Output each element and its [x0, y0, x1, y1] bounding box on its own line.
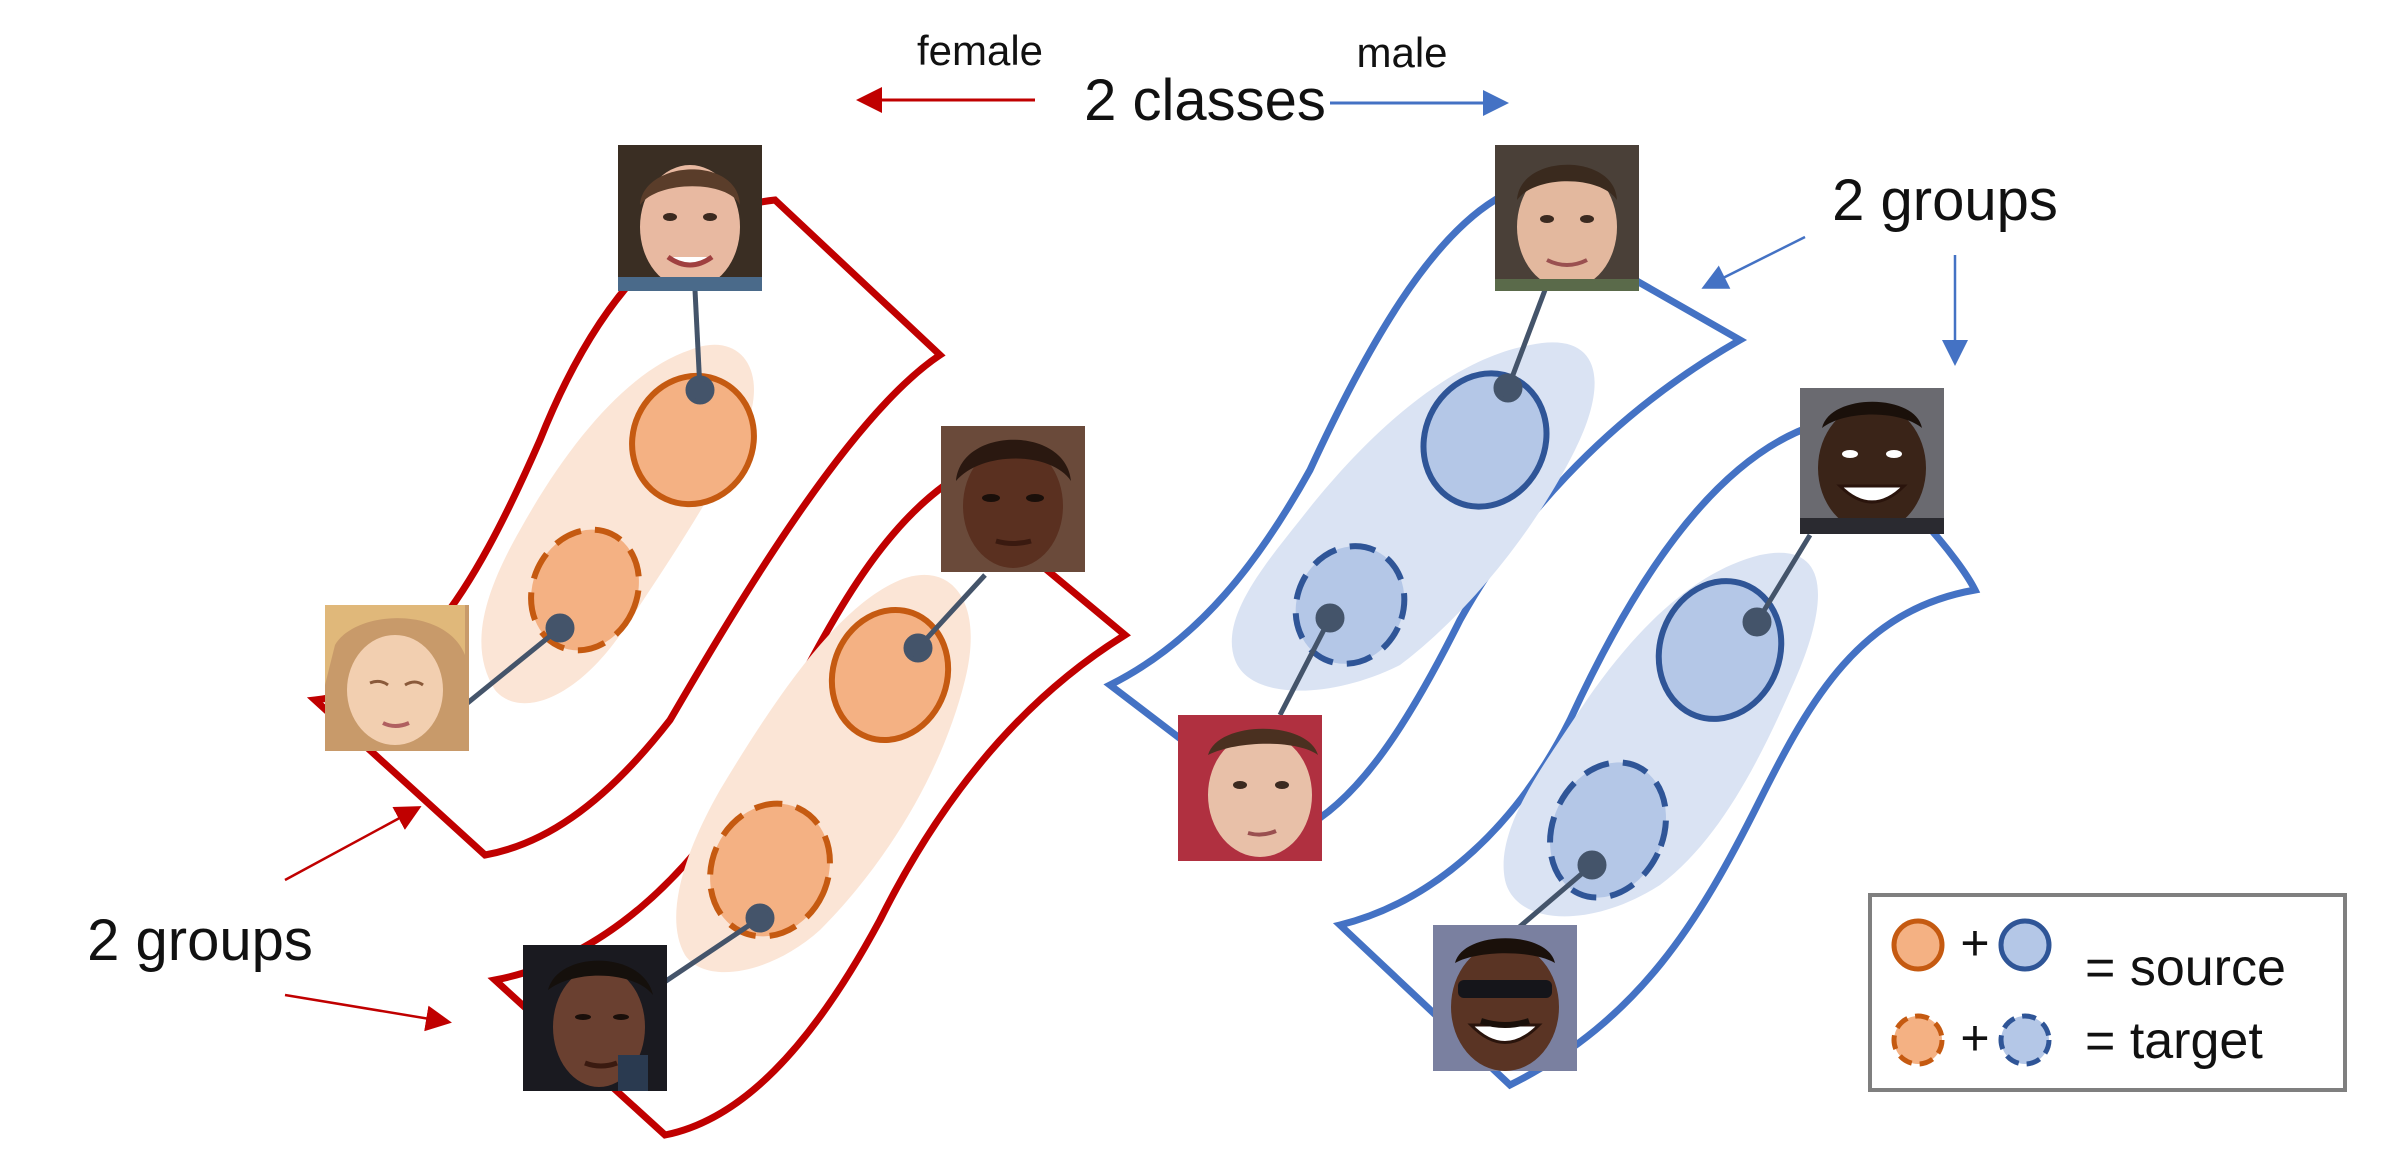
female-class-label: female: [917, 27, 1043, 74]
left-groups-label: 2 groups: [87, 908, 313, 973]
face-male-source-1: [1495, 145, 1639, 291]
male-connectors: [1277, 289, 1813, 937]
face-female-source-2: [941, 426, 1085, 572]
legend-box: [1868, 893, 2347, 1092]
face-male-source-2: [1800, 388, 1944, 534]
legend-female-source-swatch: [1891, 918, 1945, 972]
face-male-target-2: [1433, 925, 1577, 1071]
left-groups-arrow-1: [284, 806, 422, 882]
face-male-target-1: [1178, 715, 1322, 861]
male-class-label: male: [1356, 29, 1447, 76]
legend-source-label: = source: [2085, 939, 2286, 997]
legend-target-label: = target: [2085, 1012, 2263, 1070]
male-manifold-2: [1332, 421, 1981, 1090]
female-connectors: [463, 289, 987, 988]
face-female-target-2: [523, 945, 667, 1091]
face-female-source-1: [618, 145, 762, 291]
legend-male-source-swatch: [1998, 918, 2052, 972]
legend-female-target-swatch: [1891, 1013, 1945, 1067]
left-groups-arrow-2: [284, 993, 452, 1032]
legend: + = source + = target: [1868, 893, 2347, 1092]
female-class-group: 2 groups: [87, 145, 1131, 1139]
female-source-cluster-1: [629, 372, 757, 508]
legend-plus-source: +: [1960, 915, 1989, 971]
face-female-target-1: [325, 605, 469, 751]
female-manifold-1: [306, 196, 946, 859]
header: female male 2 classes: [856, 27, 1509, 133]
male-class-group: 2 groups: [1103, 145, 2058, 1090]
legend-male-target-swatch: [1998, 1013, 2052, 1067]
classes-label: 2 classes: [1084, 68, 1326, 133]
legend-plus-target: +: [1960, 1010, 1989, 1066]
right-groups-label: 2 groups: [1832, 168, 2058, 233]
right-groups-arrow-1: [1701, 235, 1806, 289]
